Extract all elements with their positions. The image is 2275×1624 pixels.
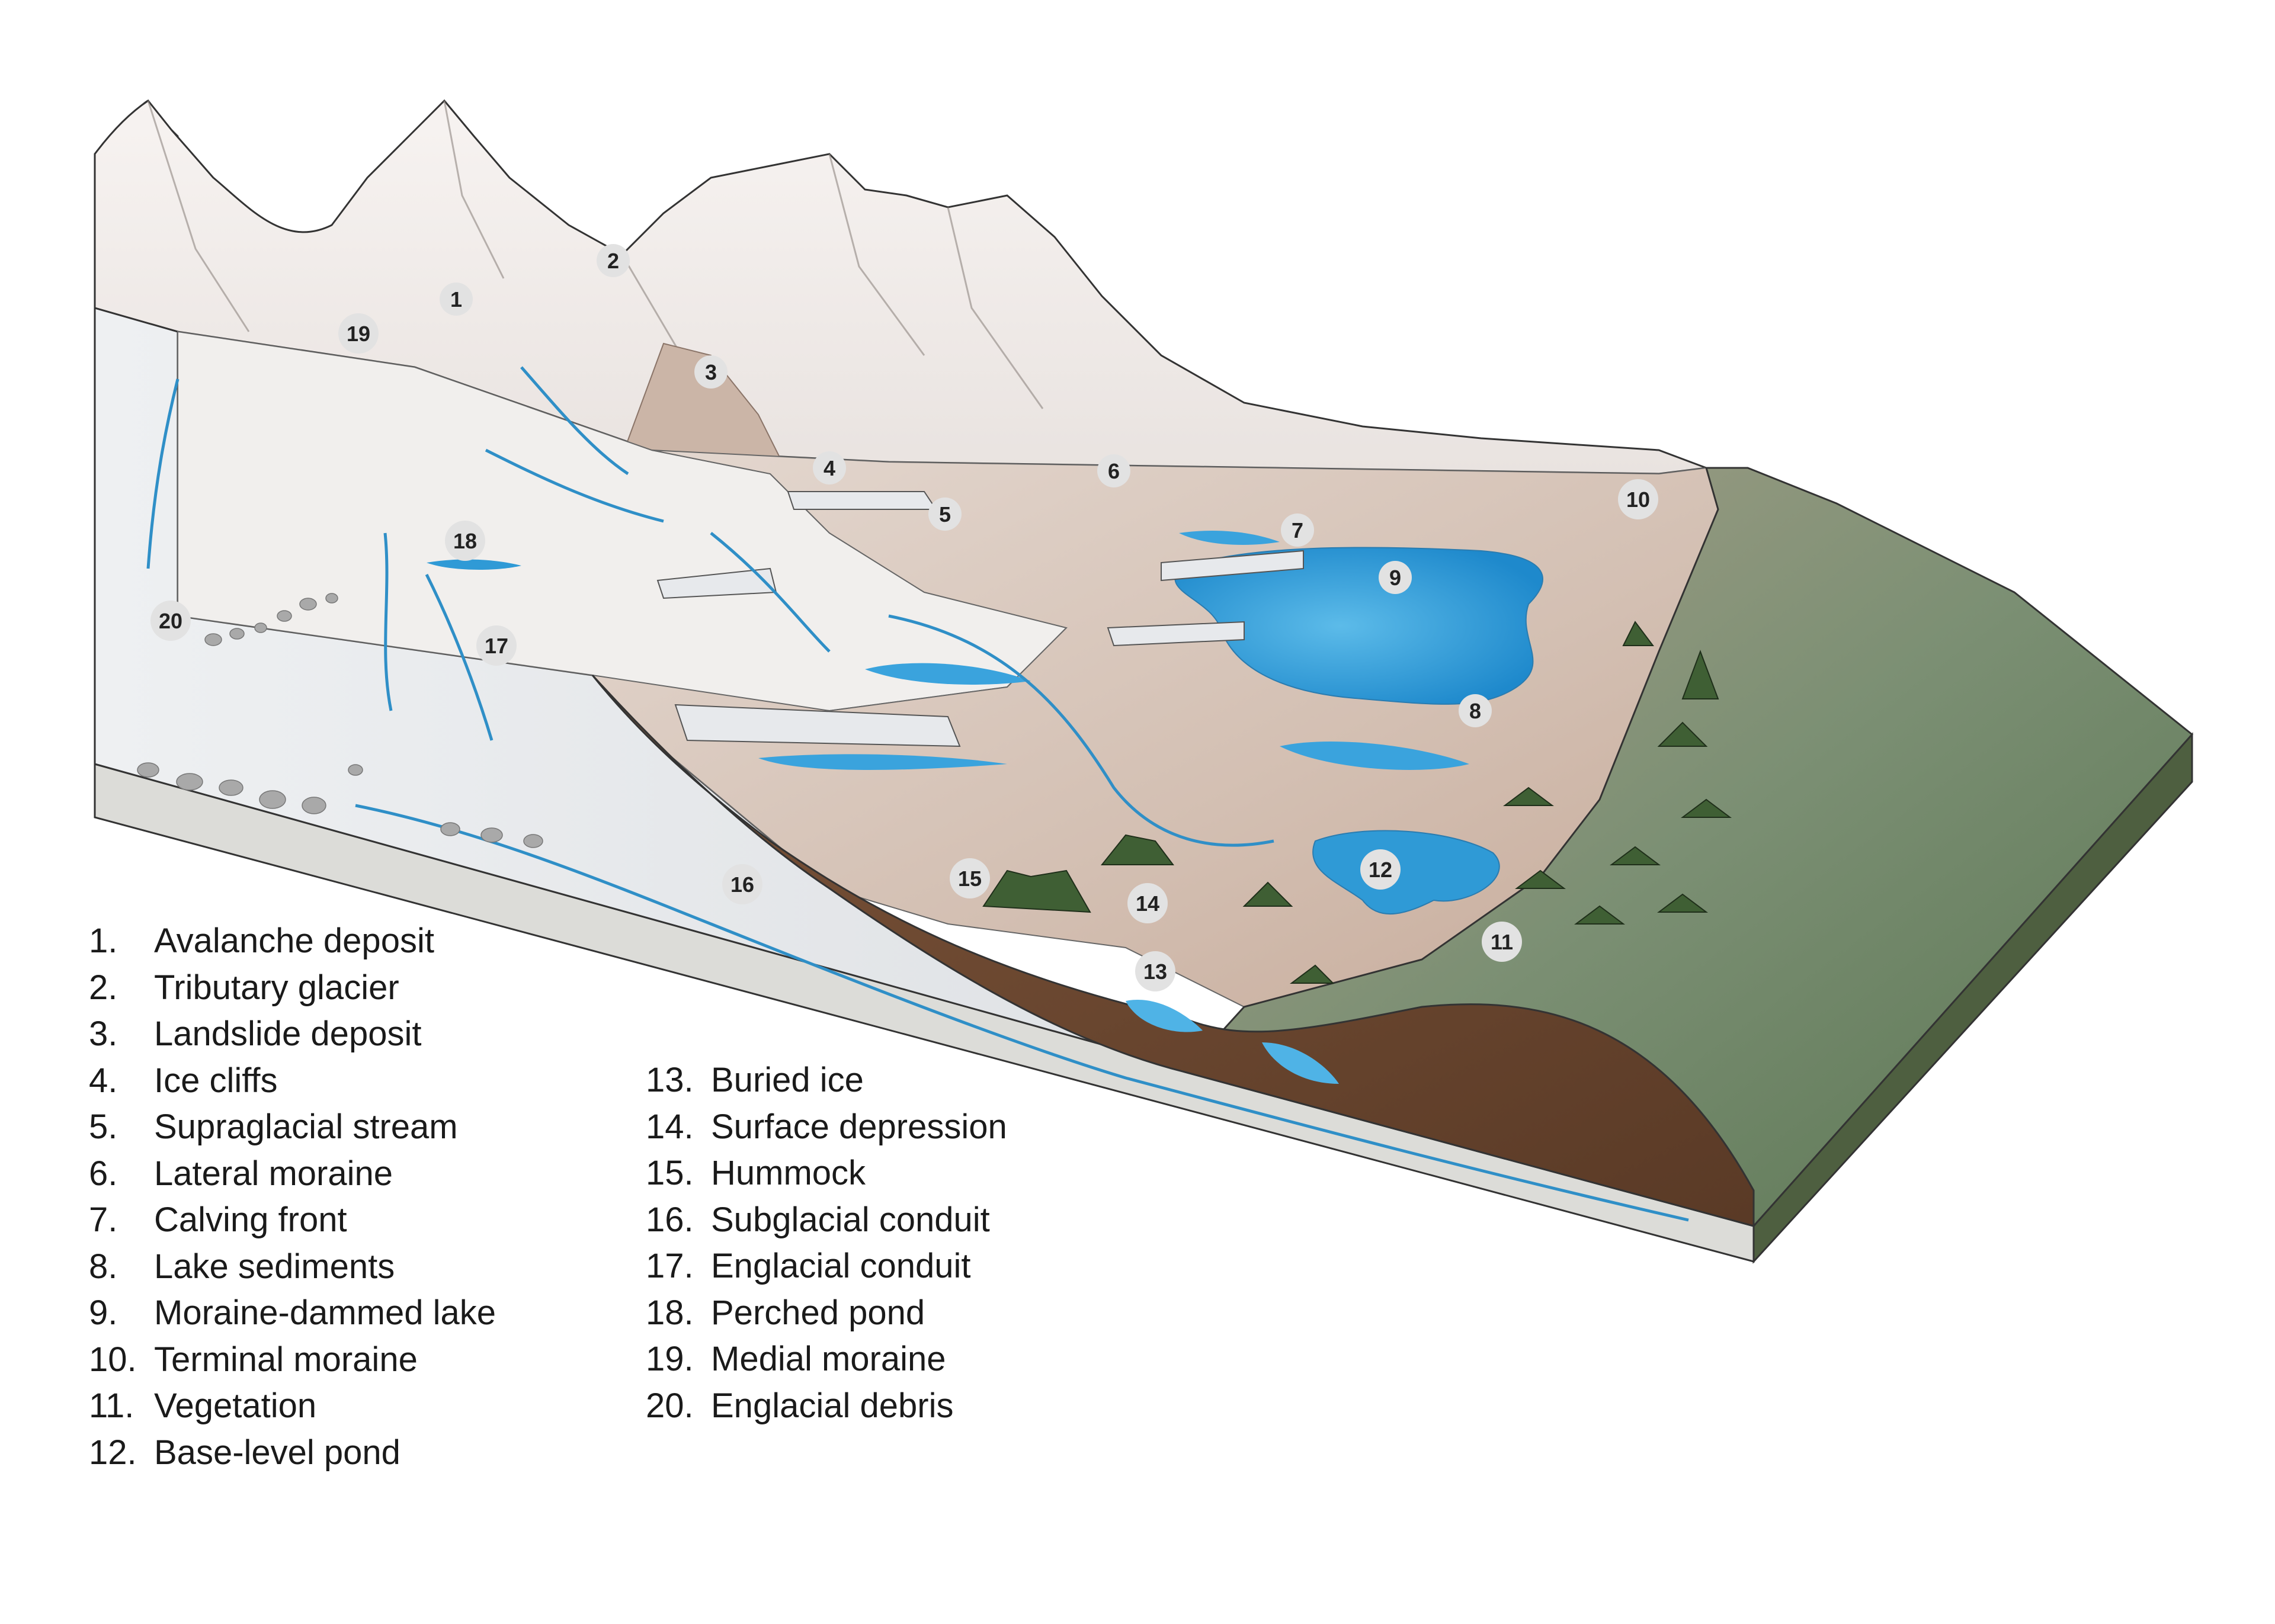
marker-17: 17 xyxy=(476,625,517,666)
legend-item: 11.Vegetation xyxy=(89,1387,317,1425)
svg-text:19: 19 xyxy=(347,322,370,346)
legend-item: 17.Englacial conduit xyxy=(646,1247,971,1285)
marker-5: 5 xyxy=(928,498,962,531)
marker-7: 7 xyxy=(1281,513,1314,547)
svg-text:6: 6 xyxy=(1108,459,1120,483)
small-lake-pond xyxy=(1179,530,1280,545)
svg-text:20: 20 xyxy=(159,609,182,633)
marker-15: 15 xyxy=(950,858,990,898)
englacial-conduit-line xyxy=(146,378,494,741)
marker-20: 20 xyxy=(150,601,191,641)
legend-item: 19.Medial moraine xyxy=(646,1340,946,1378)
legend-item: 4.Ice cliffs xyxy=(89,1061,278,1100)
legend-right: 13.Buried ice 14.Surface depression 15.H… xyxy=(646,1057,1007,1429)
legend-item: 18.Perched pond xyxy=(646,1293,925,1332)
svg-text:14: 14 xyxy=(1136,891,1159,916)
calving-front xyxy=(1161,550,1304,582)
legend-item: 6.Lateral moraine xyxy=(89,1154,393,1193)
supraglacial-pond-1 xyxy=(865,663,1031,685)
svg-text:10: 10 xyxy=(1626,487,1650,512)
legend-item: 8.Lake sediments xyxy=(89,1247,395,1286)
supraglacial-pond-3 xyxy=(1280,741,1469,770)
ice-cliff-1 xyxy=(787,491,937,510)
legend-item: 14.Surface depression xyxy=(646,1107,1007,1146)
svg-text:13: 13 xyxy=(1143,959,1167,984)
legend-item: 10.Terminal moraine xyxy=(89,1340,418,1379)
svg-text:4: 4 xyxy=(824,456,835,480)
marker-19: 19 xyxy=(338,313,379,354)
vegetation-clumps xyxy=(982,621,1732,984)
legend-item: 15.Hummock xyxy=(646,1154,866,1192)
marker-4: 4 xyxy=(813,451,846,484)
legend-item: 16.Subglacial conduit xyxy=(646,1200,990,1239)
soil-cross-section xyxy=(591,674,1755,1227)
svg-text:8: 8 xyxy=(1469,699,1481,723)
buried-ice-pond-1 xyxy=(1126,1000,1203,1032)
marker-6: 6 xyxy=(1097,454,1130,487)
legend-item: 12.Base-level pond xyxy=(89,1433,400,1472)
svg-text:7: 7 xyxy=(1292,518,1303,543)
svg-text:11: 11 xyxy=(1491,930,1513,954)
svg-text:5: 5 xyxy=(939,502,951,527)
base-level-pond xyxy=(1312,830,1500,914)
legend-item: 1.Avalanche deposit xyxy=(89,922,434,960)
svg-text:17: 17 xyxy=(485,634,508,658)
subglacial-conduit-line xyxy=(355,804,1689,1222)
marker-13: 13 xyxy=(1135,951,1175,991)
ice-cliff-3 xyxy=(674,704,961,747)
supraglacial-pond-2 xyxy=(758,754,1007,770)
svg-text:9: 9 xyxy=(1389,566,1401,590)
legend-item: 13.Buried ice xyxy=(646,1061,864,1099)
marker-3: 3 xyxy=(694,355,728,389)
marker-2: 2 xyxy=(597,244,630,277)
marker-1: 1 xyxy=(440,283,473,316)
svg-text:3: 3 xyxy=(705,360,717,384)
legend-left: 1.Avalanche deposit 2.Tributary glacier … xyxy=(89,918,496,1476)
legend-item: 5.Supraglacial stream xyxy=(89,1108,458,1146)
marker-10: 10 xyxy=(1618,479,1658,519)
englacial-debris xyxy=(137,593,543,848)
svg-text:2: 2 xyxy=(607,249,619,273)
marker-14: 14 xyxy=(1127,883,1168,923)
legend-item: 2.Tributary glacier xyxy=(89,968,399,1007)
marker-8: 8 xyxy=(1459,694,1492,727)
marker-12: 12 xyxy=(1360,849,1401,890)
marker-16: 16 xyxy=(722,864,762,904)
svg-text:18: 18 xyxy=(453,529,477,553)
perched-pond xyxy=(427,559,521,570)
legend-item: 20.Englacial debris xyxy=(646,1386,954,1425)
svg-text:1: 1 xyxy=(450,287,462,312)
svg-text:15: 15 xyxy=(958,866,982,891)
svg-text:12: 12 xyxy=(1369,858,1392,882)
mountain-range xyxy=(94,99,1707,475)
marker-18: 18 xyxy=(445,521,485,561)
buried-ice-pond-2 xyxy=(1262,1042,1339,1084)
marker-9: 9 xyxy=(1379,561,1412,594)
legend-item: 9.Moraine-dammed lake xyxy=(89,1294,496,1332)
svg-text:16: 16 xyxy=(730,872,754,897)
marker-11: 11 xyxy=(1482,922,1522,962)
legend-item: 3.Landslide deposit xyxy=(89,1015,422,1053)
legend-item: 7.Calving front xyxy=(89,1201,347,1239)
calving-front-2 xyxy=(1107,621,1245,647)
supraglacial-stream xyxy=(485,366,1274,847)
